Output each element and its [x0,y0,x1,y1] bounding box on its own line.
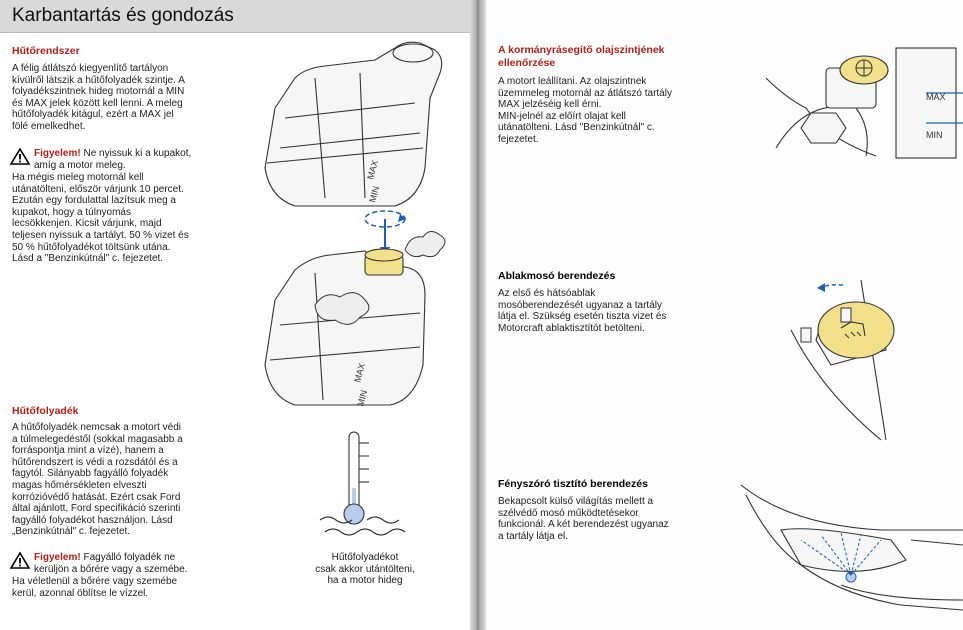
power-steering-reservoir-illustration: MAX MIN [765,47,963,159]
warning-1: Figyelem! Ne nyissuk ki a kupakot, amíg … [9,147,250,171]
tank-min-mark: MIN [367,185,381,204]
power-steering-heading: A kormányrásegítő olajszintjének ellenőr… [498,44,665,69]
coolant-tank-closed-illustration: MAX MIN [264,41,443,207]
warning-2-label: Figyelem! [34,552,81,563]
warning-triangle-icon [9,551,31,569]
warning-1-label: Figyelem! [34,148,81,159]
thermometer-caption: Hűtőfolyadékot csak akkor utántölteni, h… [315,552,415,587]
cooling-system-text: A félig átlátszó kiegyenlítő tartályon k… [12,63,185,132]
washer-text: Az első és hátsóablak mosóberendezését u… [498,288,667,334]
thermometer-icon [319,431,406,536]
cooling-system-heading: Hűtőrendszer [12,45,80,57]
reservoir-min-mark: MIN [926,130,943,140]
page-title: Karbantartás és gondozás [12,5,234,26]
header-bar: Karbantartás és gondozás [0,0,470,33]
tank-max-mark: MAX [365,159,380,180]
coolant-tank-open-illustration: MAX MIN [264,231,446,408]
coolant-text: A hűtőfolyadék nemcsak a motort védi a t… [12,422,183,538]
warning-1-text: Ha mégis meleg motornál kell utánatölten… [12,172,189,265]
headlamp-heading: Fényszóró tisztító berendezés [498,478,648,490]
tank-min-mark: MIN [355,389,369,408]
washer-heading: Ablakmosó berendezés [498,270,616,282]
reservoir-max-mark: MAX [926,92,946,102]
page-gutter [470,0,486,630]
washer-reservoir-illustration [790,279,895,441]
power-steering-text: A motort leállítani. Az olajszintnek üze… [498,76,672,145]
headlamp-washer-illustration [740,484,963,611]
warning-triangle-icon [9,147,31,165]
warning-2-text: Ha véletlenül a bőrére vagy szemébe kerü… [12,576,178,599]
right-page: A kormányrásegítő olajszintjének ellenőr… [486,0,963,630]
left-page: Karbantartás és gondozás Hűtőrendszer A … [0,0,470,630]
headlamp-text: Bekapcsolt külső világítás mellett a szé… [498,496,669,542]
tank-max-mark: MAX [352,362,367,383]
warning-2-first-lines: Fagyálló folyadék ne kerüljön a bőrére v… [34,552,188,575]
warning-1-first-lines: Ne nyissuk ki a kupakot, amíg a motor me… [34,148,192,171]
warning-2: Figyelem! Fagyálló folyadék ne kerüljön … [9,551,250,575]
coolant-heading: Hűtőfolyadék [12,405,79,417]
